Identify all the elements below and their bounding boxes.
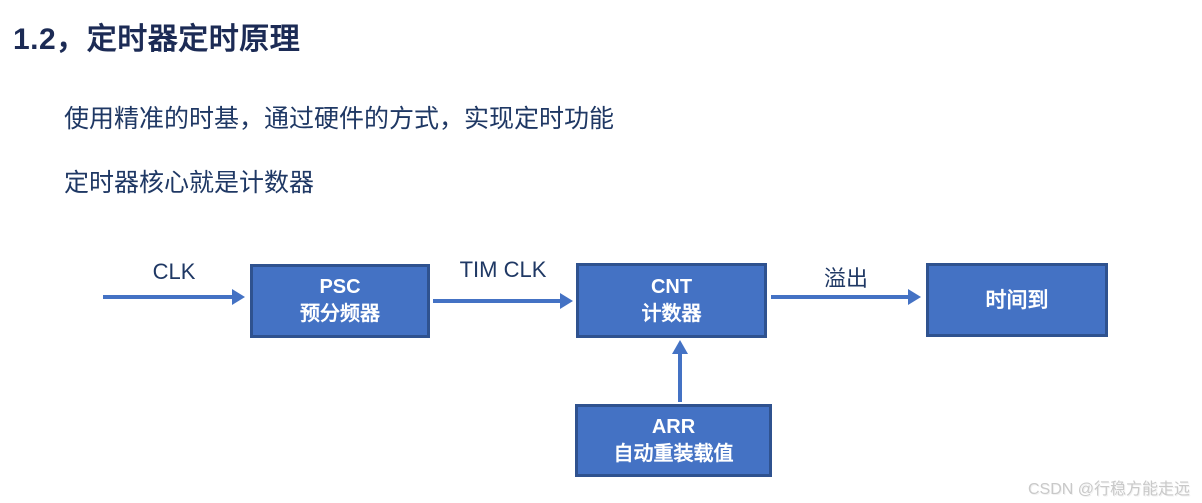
arrow-head-icon <box>908 289 921 305</box>
arr-reload-box: ARR 自动重装载值 <box>575 404 772 477</box>
arr-box-line1: ARR <box>651 415 696 438</box>
csdn-watermark: CSDN @行稳方能走远 <box>1027 481 1190 498</box>
arrow-shaft <box>433 299 560 303</box>
psc-box-line2: 预分频器 <box>300 303 380 325</box>
time-up-box: 时间到 <box>926 263 1108 337</box>
arrow-cnt-to-timeup <box>771 289 921 305</box>
arrow-arr-to-cnt <box>672 340 688 402</box>
body-text-line-2: 定时器核心就是计数器 <box>64 169 315 197</box>
arrow-psc-to-cnt <box>433 293 573 309</box>
arrow-shaft <box>771 295 908 299</box>
arrow-shaft <box>678 354 682 402</box>
body-text-line-1: 使用精准的时基，通过硬件的方式，实现定时功能 <box>64 105 615 133</box>
psc-prescaler-box: PSC 预分频器 <box>250 264 430 338</box>
overflow-arrow-label: 溢出 <box>823 266 868 291</box>
arr-box-line2: 自动重装载值 <box>613 442 734 465</box>
cnt-box-line1: CNT <box>650 275 693 298</box>
arrow-head-icon <box>560 293 573 309</box>
page-title: 1.2，定时器定时原理 <box>13 23 301 56</box>
cnt-box-line2: 计数器 <box>641 302 702 325</box>
tim-clk-arrow-label: TIM CLK <box>459 257 547 282</box>
arrow-shaft <box>103 295 232 299</box>
clk-arrow-label: CLK <box>152 259 196 284</box>
arrow-head-icon <box>232 289 245 305</box>
arrow-head-icon <box>672 340 688 354</box>
arrow-clk-to-psc <box>103 289 245 305</box>
psc-box-line1: PSC <box>319 276 361 298</box>
time-up-box-label: 时间到 <box>985 288 1049 312</box>
cnt-counter-box: CNT 计数器 <box>576 263 767 338</box>
